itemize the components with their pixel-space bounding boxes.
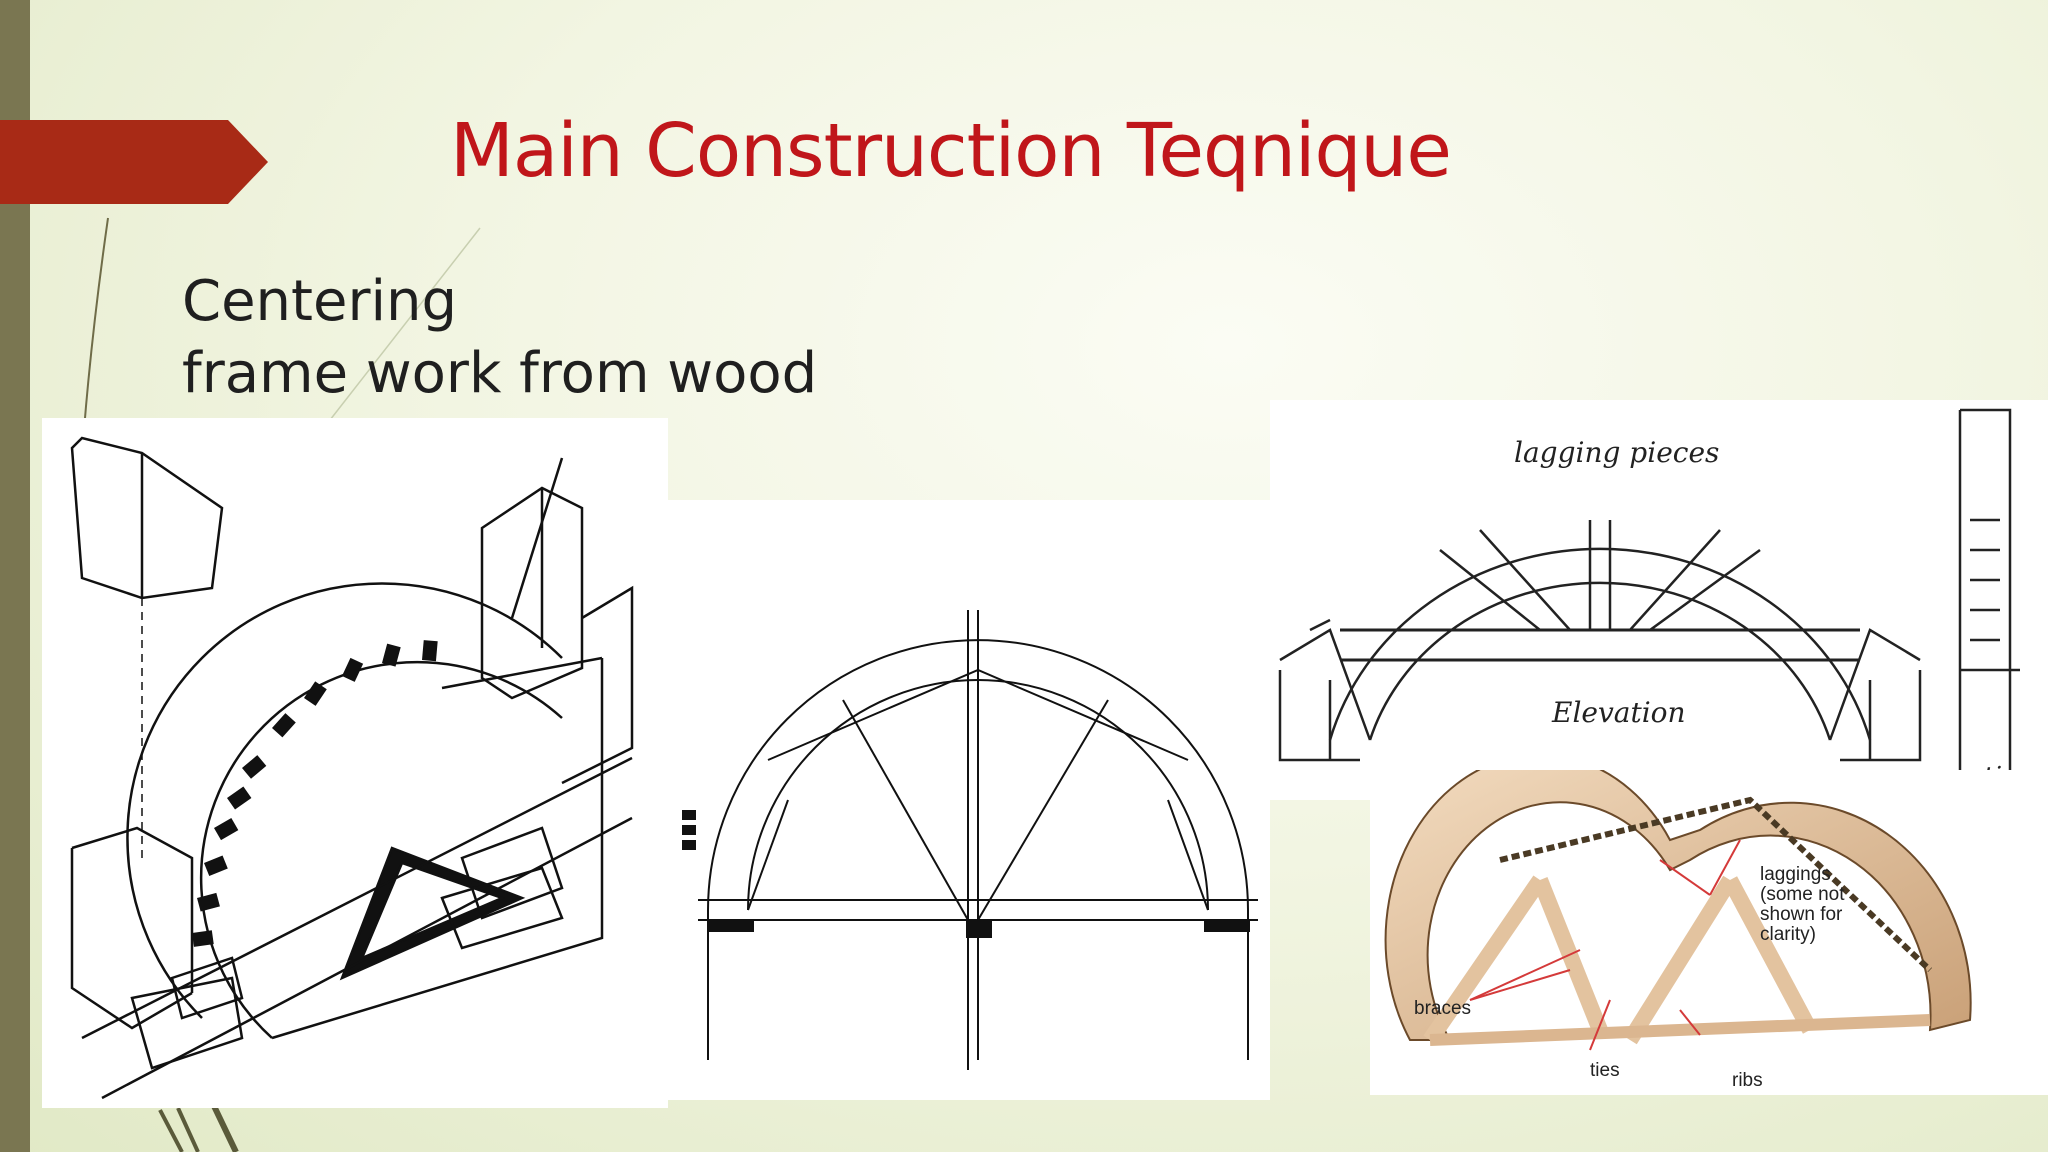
laggings-note-line-3: shown for <box>1760 904 1843 925</box>
elevation-label: Elevation <box>1551 696 1686 729</box>
title-arrow-banner <box>0 120 268 204</box>
lagging-pieces-label: lagging pieces <box>1514 436 1719 469</box>
laggings-note-line-4: clarity) <box>1760 924 1816 945</box>
ties-label: ties <box>1590 1060 1620 1081</box>
centering-elevation-line-drawing <box>668 500 1270 1100</box>
body-line-frame-work: frame work from wood <box>182 341 818 406</box>
isometric-centering-drawing <box>42 418 668 1108</box>
body-line-centering: Centering <box>182 269 458 334</box>
ribs-label: ribs <box>1732 1070 1763 1091</box>
braces-label: braces <box>1414 998 1471 1019</box>
slide-body-text: Centering frame work from wood <box>182 266 817 410</box>
laggings-note-line-2: (some not <box>1760 884 1845 905</box>
hand-drawn-elevation-section: lagging pieces Elevation section <box>1270 400 2048 800</box>
laggings-note-line-1: laggings <box>1760 864 1831 885</box>
slide-title: Main Construction Teqnique <box>450 108 1452 194</box>
wooden-centering-rendering: laggings (some not shown for clarity) br… <box>1370 770 2048 1095</box>
